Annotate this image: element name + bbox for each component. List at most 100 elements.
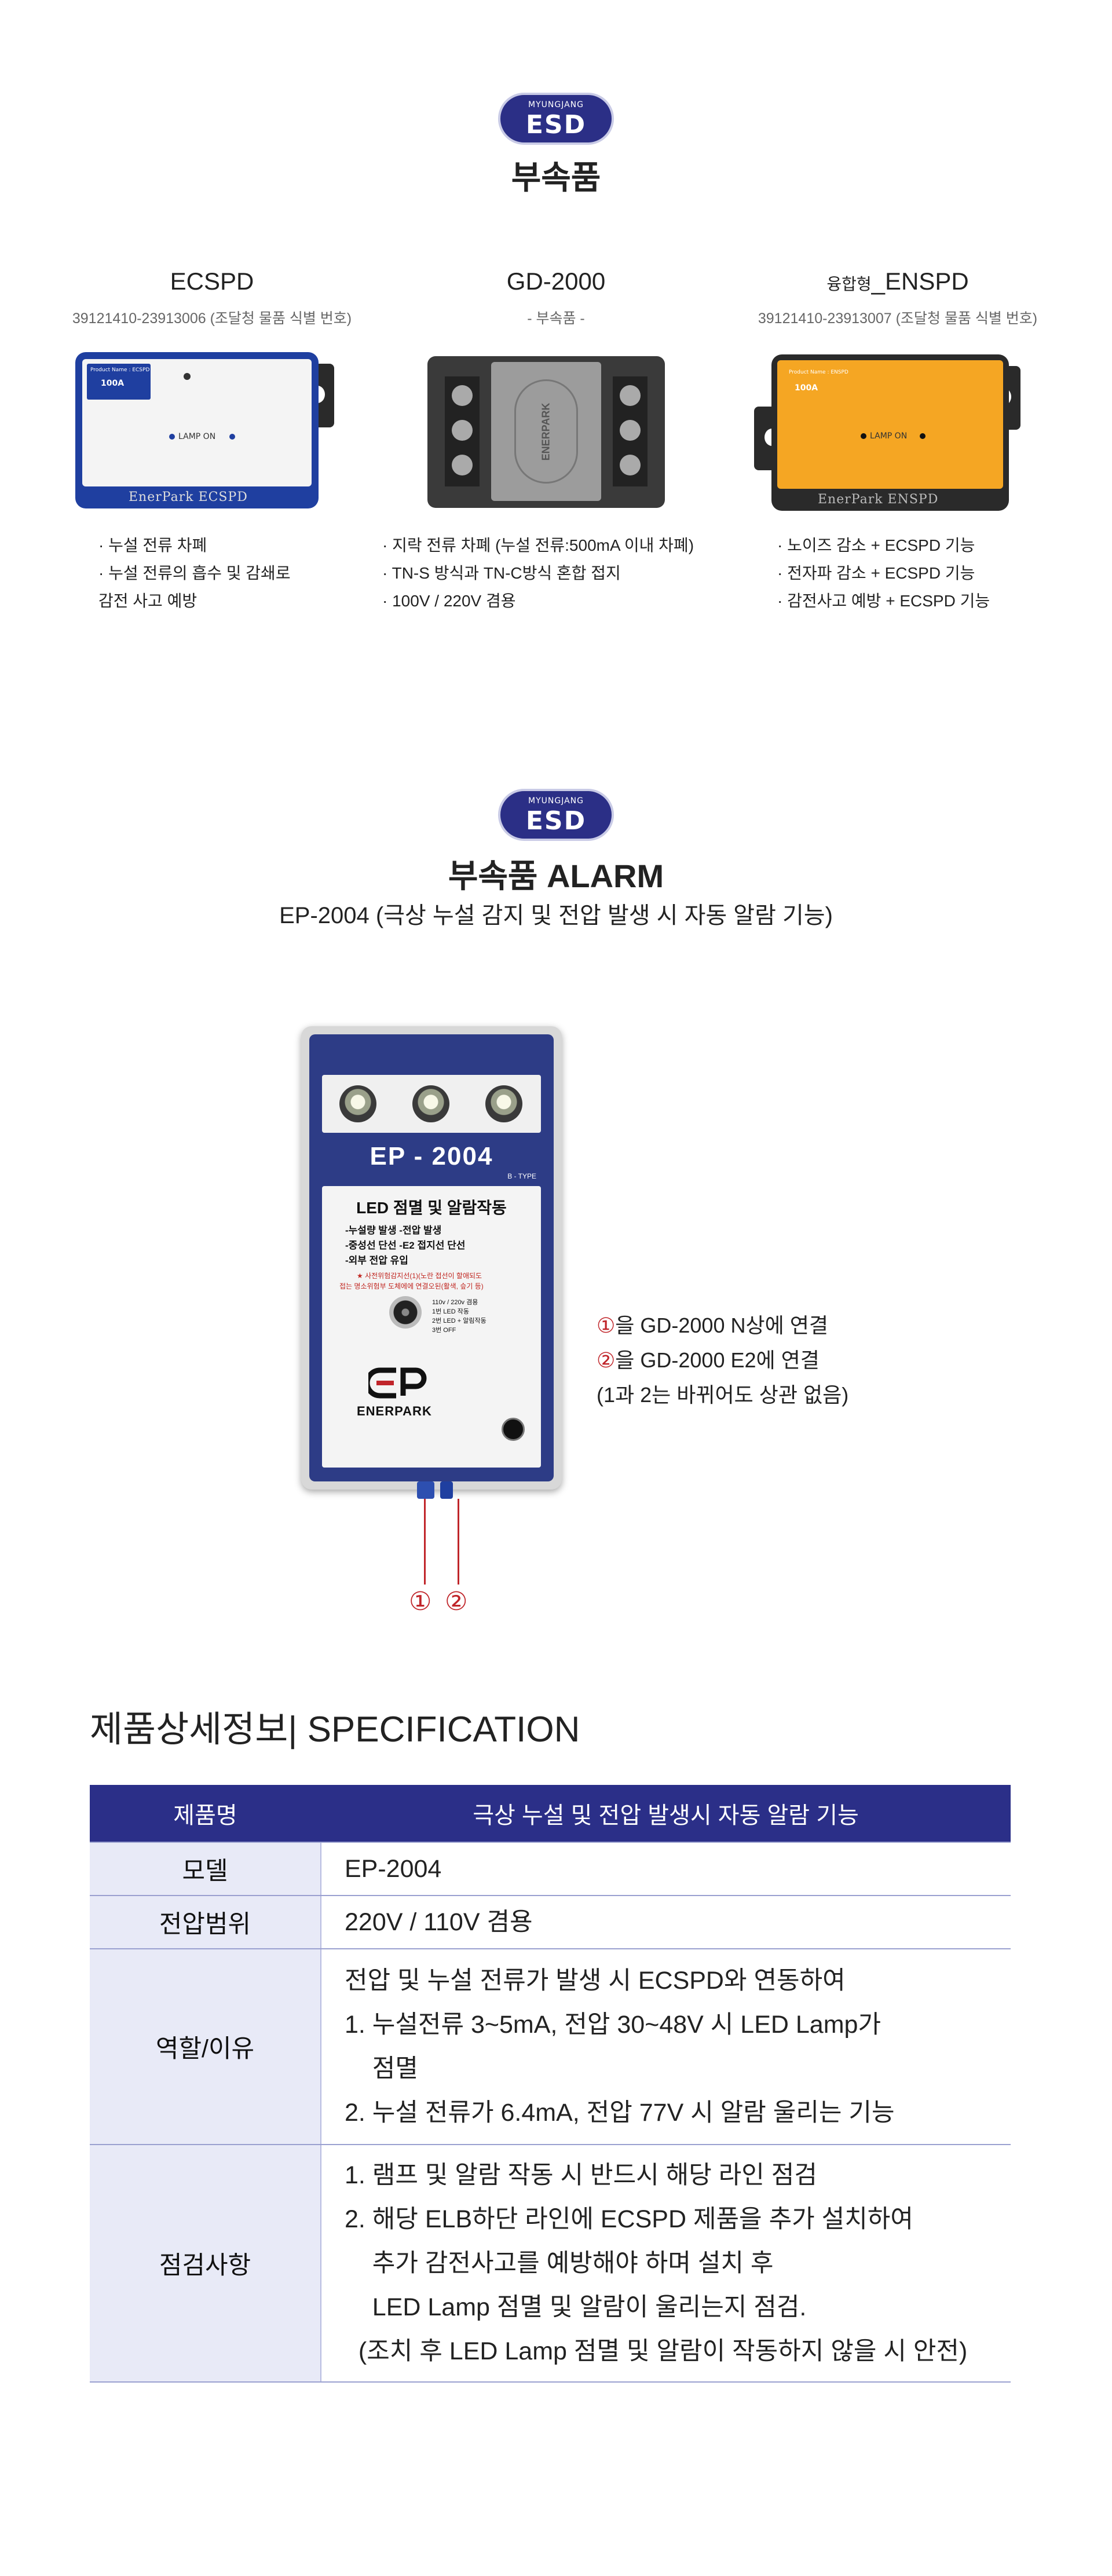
spec-title: 제품상세정보| SPECIFICATION: [90, 1710, 580, 1750]
logo-top-text: MYUNGJANG: [528, 796, 584, 806]
led-3: [485, 1085, 522, 1122]
product-code-enspd: 39121410-23913007 (조달청 물품 식별 번호): [758, 310, 1038, 327]
product-code-gd2000: - 부속품 -: [527, 310, 585, 327]
note-mark: ①: [597, 1313, 616, 1337]
spec-row-label: 전압범위: [90, 1896, 321, 1949]
section-title-accessories: 부속품: [511, 159, 601, 196]
wire-2: [458, 1499, 459, 1585]
enspd-lamp-label: LAMP ON: [870, 431, 908, 441]
spec-line: 1. 누설전류 3~5mA, 전압 30~48V 시 LED Lamp가: [345, 2011, 881, 2039]
panel-line: -중성선 단선 -E2 접지선 단선: [345, 1240, 466, 1251]
knob-note: 3번 OFF: [432, 1327, 456, 1334]
spec-line: 1. 램프 및 알람 작동 시 반드시 해당 라인 점검: [345, 2161, 817, 2189]
panel-title: LED 점멸 및 알람작동: [356, 1199, 507, 1217]
bullet-item: · 100V / 220V 겸용: [382, 592, 516, 610]
product-name-suffix: _ENSPD: [871, 268, 969, 295]
connection-note-1: ①을 GD-2000 N상에 연결: [597, 1309, 828, 1339]
enspd-label-product: Product Name : ENSPD: [789, 369, 848, 375]
device-type: B - TYPE: [507, 1172, 536, 1180]
spec-line: 2. 누설 전류가 6.4mA, 전압 77V 시 알람 울리는 기능: [345, 2099, 895, 2127]
bullet-item: · 전자파 감소 + ECSPD 기능: [777, 564, 975, 582]
note-mark: ②: [597, 1348, 616, 1372]
note-text: (1과 2는 바뀌어도 상관 없음): [597, 1383, 849, 1407]
enspd-label-amp: 100A: [795, 383, 818, 393]
brand-logo: MYUNGJANG ESD: [498, 789, 614, 841]
wire-label-1: ①: [409, 1587, 432, 1616]
knob-note: 2번 LED + 알림작동: [432, 1318, 487, 1324]
knob-note: 1번 LED 작동: [432, 1308, 469, 1315]
spec-row-label: 모델: [90, 1842, 321, 1896]
ecspd-lamp-label: LAMP ON: [178, 432, 216, 441]
wire-label-2: ②: [445, 1587, 468, 1616]
panel-warning: 접는 명소위험부 도체에에 연결오된(활색, 슾기 등): [339, 1282, 484, 1290]
spec-header-label: 제품명: [90, 1785, 321, 1843]
spec-line: 점멸: [345, 2055, 418, 2083]
bullet-item: · 노이즈 감소 + ECSPD 기능: [777, 536, 975, 554]
spec-row-voltage: 전압범위 220V / 110V 겸용: [90, 1896, 1011, 1949]
spec-row-label: 점검사항: [90, 2145, 321, 2383]
spec-table: 제품명 극상 누설 및 전압 발생시 자동 알람 기능 모델 EP-2004 전…: [90, 1785, 1011, 2383]
enerpark-logo-icon: [368, 1367, 427, 1399]
bullet-item: · TN-S 방식과 TN-C방식 혼합 접지: [382, 564, 621, 582]
section-title-alarm: 부속품 ALARM: [448, 858, 664, 894]
gd2000-bullets: · 지락 전류 차폐 (누설 전류:500mA 이내 차폐) · TN-S 방식…: [382, 532, 694, 615]
spec-line: 220V / 110V 겸용: [345, 1908, 533, 1936]
spec-line: LED Lamp 점멸 및 알람이 울리는지 점검.: [345, 2293, 807, 2321]
enspd-bottom-brand: EnerPark ENSPD: [818, 492, 939, 507]
section-subtitle-alarm: EP-2004 (극상 누설 감지 및 전압 발생 시 자동 알람 기능): [279, 903, 833, 928]
device-model: EP - 2004: [370, 1142, 493, 1170]
product-name-prefix: 융합형: [826, 275, 872, 293]
spec-line: 추가 감전사고를 예방해야 하며 설치 후: [345, 2249, 774, 2277]
ecspd-bullets: · 누설 전류 차폐 · 누설 전류의 흡수 및 감쇄로 감전 사고 예방: [98, 532, 291, 615]
wire-1: [424, 1499, 426, 1585]
device-brand: ENERPARK: [357, 1404, 432, 1418]
spec-line: (조치 후 LED Lamp 점멸 및 알람이 작동하지 않을 시 안전): [345, 2337, 968, 2365]
spec-row-value: 전압 및 누설 전류가 발생 시 ECSPD와 연동하여 1. 누설전류 3~5…: [321, 1949, 1011, 2145]
ecspd-label-product: Product Name : ECSPD: [90, 367, 150, 373]
logo-main-text: ESD: [525, 110, 587, 140]
bullet-item: 감전 사고 예방: [98, 592, 197, 610]
gd2000-device-image: ENERPARK: [427, 356, 665, 508]
gd2000-brand: ENERPARK: [540, 402, 552, 461]
panel-warning: ★ 사전위험감지선(1)(노란 접선이 할애되도: [357, 1272, 482, 1280]
led-2: [412, 1085, 449, 1122]
knob-note: 110v / 220v 겸용: [432, 1299, 478, 1306]
ecspd-device-image: Product Name : ECSPD 100A LAMP ON EnerPa…: [65, 352, 343, 514]
product-name-ecspd: ECSPD: [170, 268, 254, 295]
spec-row-value: EP-2004: [321, 1842, 1011, 1896]
buzzer-hole: [502, 1418, 525, 1441]
spec-row-model: 모델 EP-2004: [90, 1842, 1011, 1896]
led-1: [339, 1085, 376, 1122]
spec-row-role: 역할/이유 전압 및 누설 전류가 발생 시 ECSPD와 연동하여 1. 누설…: [90, 1949, 1011, 2145]
spec-row-value: 1. 램프 및 알람 작동 시 반드시 해당 라인 점검 2. 해당 ELB하단…: [321, 2145, 1011, 2383]
spec-header-value: 극상 누설 및 전압 발생시 자동 알람 기능: [321, 1785, 1011, 1843]
spec-line: EP-2004: [345, 1855, 442, 1883]
note-text: 을 GD-2000 E2에 연결: [615, 1348, 820, 1372]
bullet-item: · 지락 전류 차폐 (누설 전류:500mA 이내 차폐): [382, 536, 694, 554]
logo-main-text: ESD: [525, 806, 587, 836]
enspd-device-image: Product Name : ENSPD 100A LAMP ON EnerPa…: [754, 354, 1032, 517]
note-text: 을 GD-2000 N상에 연결: [615, 1313, 828, 1337]
bullet-item: · 누설 전류 차폐: [98, 536, 207, 554]
spec-row-value: 220V / 110V 겸용: [321, 1896, 1011, 1949]
connection-note-3: (1과 2는 바뀌어도 상관 없음): [597, 1378, 848, 1408]
product-name-enspd: 융합형_ENSPD: [724, 268, 1071, 295]
enspd-bullets: · 노이즈 감소 + ECSPD 기능 · 전자파 감소 + ECSPD 기능 …: [777, 532, 990, 615]
ecspd-bottom-brand: EnerPark ECSPD: [129, 490, 248, 504]
bullet-item: · 누설 전류의 흡수 및 감쇄로: [98, 564, 291, 582]
connection-note-2: ②을 GD-2000 E2에 연결: [597, 1344, 820, 1374]
logo-top-text: MYUNGJANG: [528, 100, 584, 109]
panel-line: -누설량 발생 -전압 발생: [345, 1225, 442, 1236]
ep2004-device-image: EP - 2004 B - TYPE LED 점멸 및 알람작동 -누설량 발생…: [301, 1026, 562, 1499]
spec-row-label: 역할/이유: [90, 1949, 321, 2145]
selector-knob: [389, 1296, 422, 1329]
spec-line: 2. 해당 ELB하단 라인에 ECSPD 제품을 추가 설치하여: [345, 2205, 913, 2233]
product-name-gd2000: GD-2000: [506, 268, 606, 295]
ecspd-label-amp: 100A: [101, 379, 125, 388]
spec-line: 전압 및 누설 전류가 발생 시 ECSPD와 연동하여: [345, 1967, 846, 1995]
brand-logo: MYUNGJANG ESD: [498, 93, 614, 145]
spec-row-inspection: 점검사항 1. 램프 및 알람 작동 시 반드시 해당 라인 점검 2. 해당 …: [90, 2145, 1011, 2383]
panel-line: -외부 전압 유입: [345, 1255, 408, 1266]
bullet-item: · 감전사고 예방 + ECSPD 기능: [777, 592, 990, 610]
spec-header-row: 제품명 극상 누설 및 전압 발생시 자동 알람 기능: [90, 1785, 1011, 1843]
